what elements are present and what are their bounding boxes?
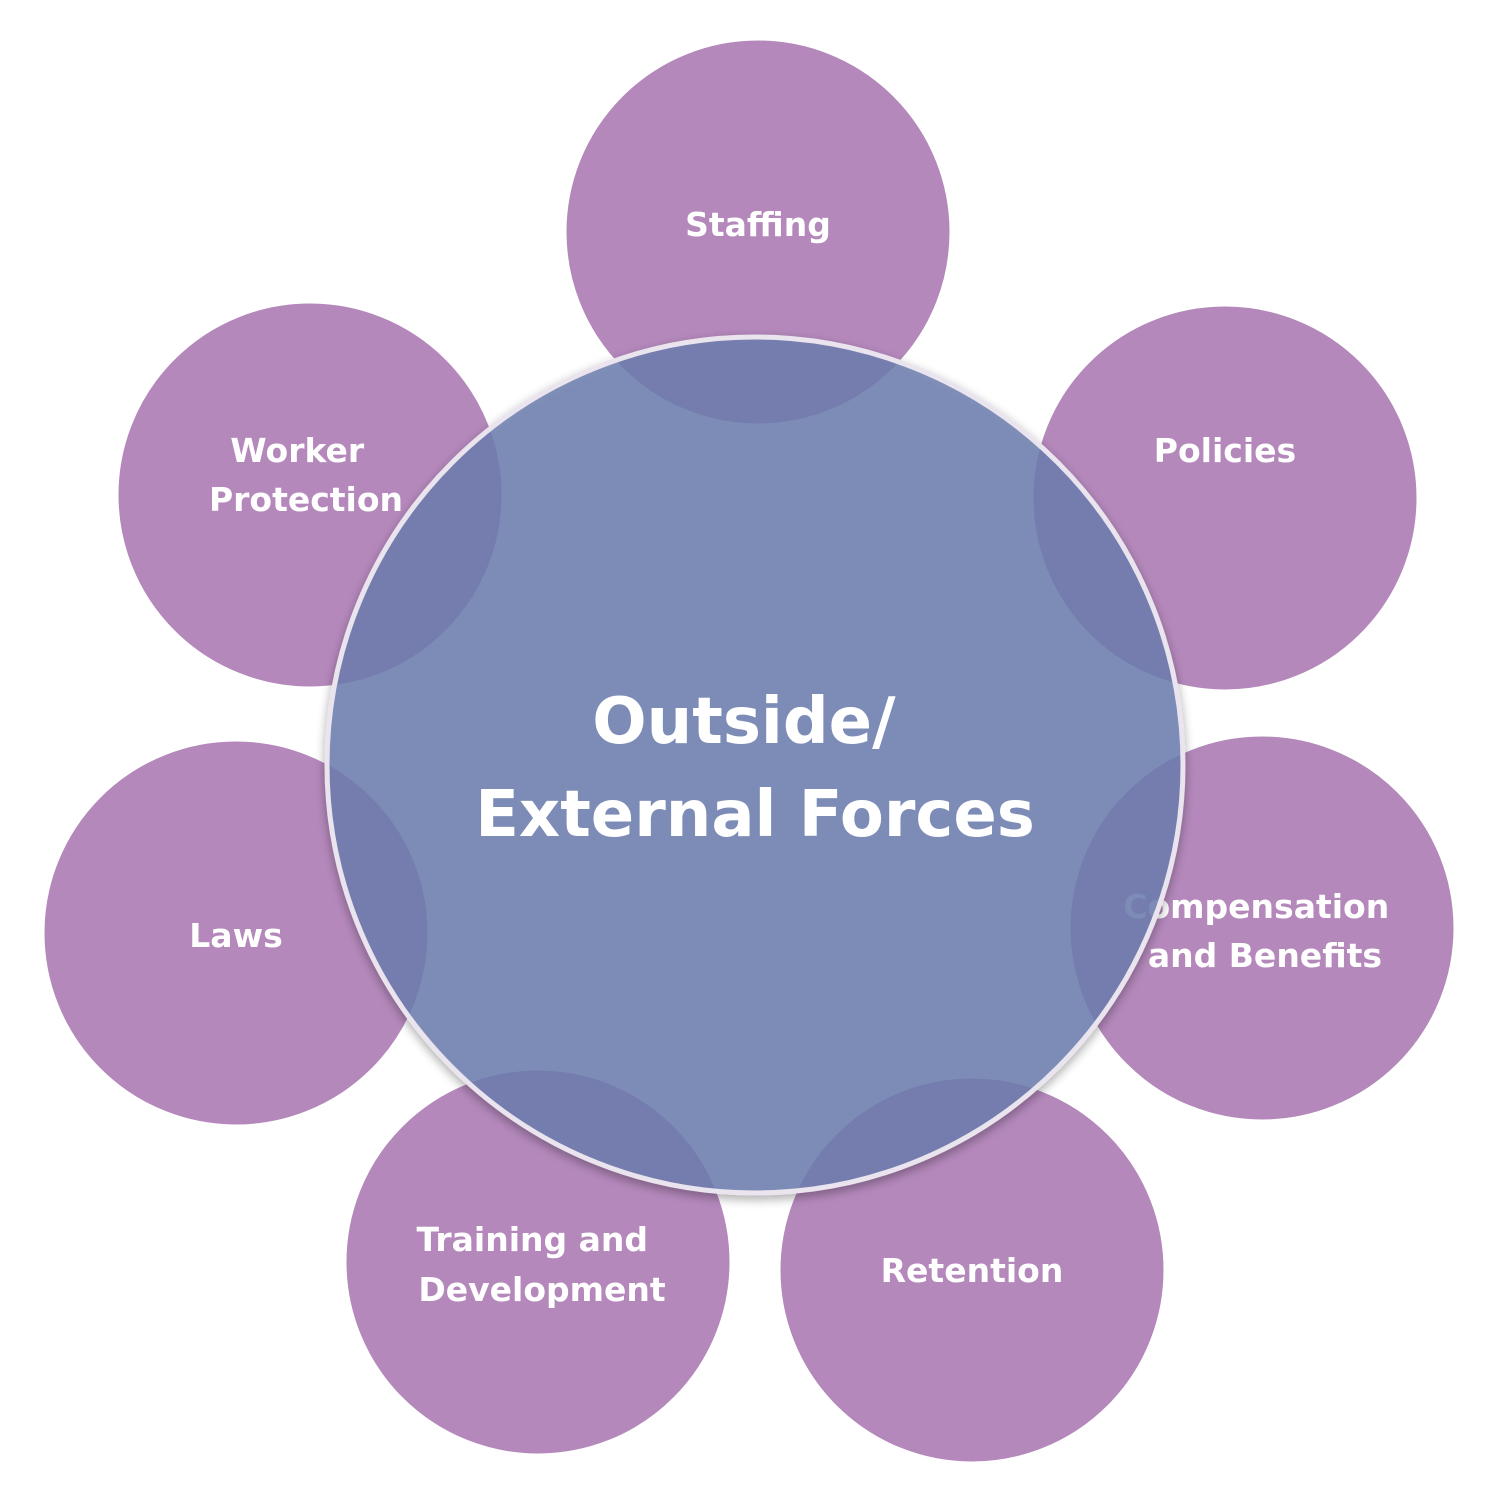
center-circle	[324, 334, 1186, 1196]
node-label-line: Staffing	[685, 205, 831, 244]
node-label-line: Retention	[881, 1251, 1064, 1290]
center-node: Outside/ External Forces	[324, 334, 1186, 1196]
node-label-retention: Retention	[881, 1251, 1064, 1290]
node-label-line: Training and	[416, 1220, 648, 1259]
node-label-policies: Policies	[1154, 431, 1296, 470]
node-label-line: Compensation	[1123, 887, 1389, 926]
center-label: Outside/ External Forces	[475, 685, 1035, 852]
node-label-staffing: Staffing	[685, 205, 831, 244]
node-label-worker-protection: Worker Protection	[209, 431, 403, 519]
node-label-line: Worker	[230, 431, 365, 470]
node-label-line: Laws	[189, 916, 282, 955]
node-label-training: Training and Development	[416, 1220, 665, 1309]
node-staffing: Staffing	[559, 33, 957, 431]
node-label-line: Protection	[209, 480, 403, 519]
node-label-line: Development	[418, 1270, 666, 1309]
center-label-line: Outside/	[592, 685, 896, 759]
node-label-line: Policies	[1154, 431, 1296, 470]
center-label-line: External Forces	[475, 778, 1035, 852]
node-label-compensation: Compensation and Benefits	[1123, 887, 1400, 975]
node-label-laws: Laws	[189, 916, 282, 955]
node-label-line: and Benefits	[1148, 936, 1382, 975]
